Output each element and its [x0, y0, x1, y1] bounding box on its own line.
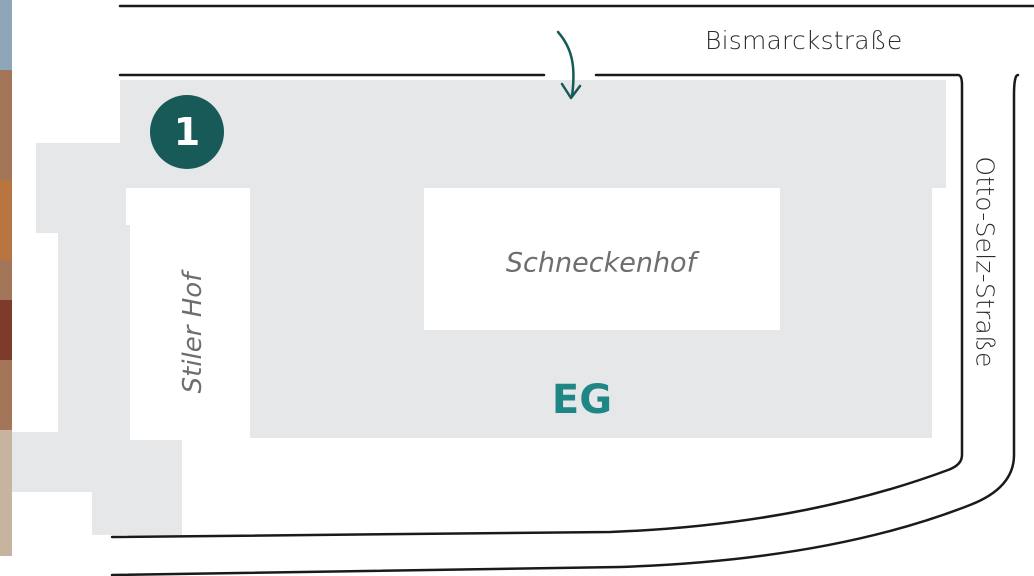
- courtyard-label-schneckenhof: Schneckenhof: [505, 247, 697, 279]
- street-label-bismarckstrasse: Bismarckstraße: [705, 26, 903, 55]
- floor-label: EG: [551, 377, 613, 423]
- street-outlines: [110, 4, 1034, 576]
- courtyard-stiler-hof: [130, 188, 250, 440]
- street-label-otto-selz-strasse: Otto-Selz-Straße: [970, 156, 1000, 368]
- building-footprint: [12, 80, 946, 535]
- photo-strip: [0, 0, 12, 556]
- location-marker-number: 1: [173, 110, 201, 154]
- courtyard-label-stiler-hof: Stiler Hof: [178, 272, 208, 394]
- courtyard-schneckenhof: [424, 188, 780, 330]
- entrance-arrow-icon: [556, 30, 582, 100]
- location-marker[interactable]: 1: [150, 95, 224, 169]
